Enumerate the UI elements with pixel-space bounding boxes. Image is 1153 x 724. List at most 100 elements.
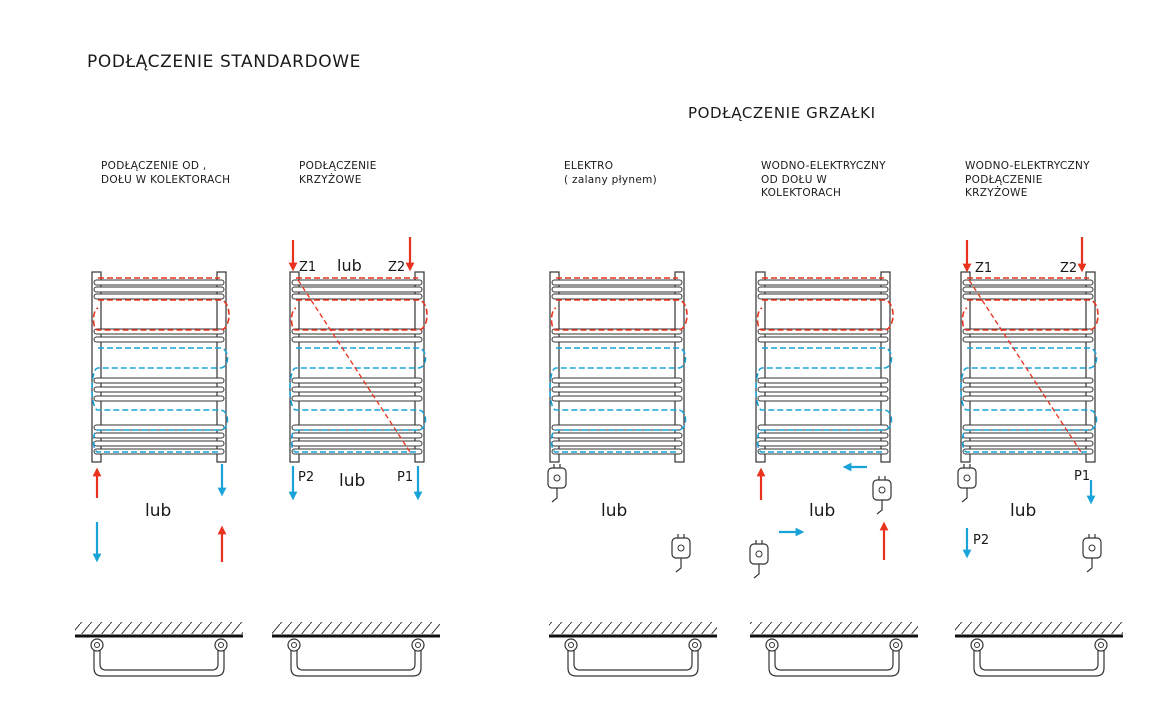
radiator-outline — [573, 648, 693, 671]
radiator-tube — [93, 293, 225, 300]
radiator-tube — [93, 286, 225, 293]
radiator-tube — [962, 293, 1094, 300]
radiator-tube — [291, 336, 423, 343]
valve-icon — [568, 642, 574, 648]
radiator-tube — [93, 336, 225, 343]
radiator-tube — [93, 440, 225, 447]
heater-element-icon — [1082, 534, 1102, 573]
radiator-tube — [93, 279, 225, 286]
radiator-tube — [757, 432, 889, 439]
radiator-tube — [551, 377, 683, 384]
radiator-collector-right — [414, 271, 425, 463]
plan-view-4 — [750, 622, 918, 677]
radiator-tube — [93, 424, 225, 431]
heading-heater-connection: PODŁĄCZENIE GRZAŁKI — [688, 104, 876, 122]
port-label-p1: P1 — [1074, 469, 1090, 484]
lub-label: lub — [809, 501, 835, 521]
wall-hatch — [549, 622, 717, 634]
radiator-outline — [93, 648, 225, 677]
radiator-4 — [755, 271, 891, 463]
plan-view-1 — [75, 622, 243, 677]
radiator-tube — [757, 377, 889, 384]
valve-icon — [94, 642, 100, 648]
radiator-tube — [757, 293, 889, 300]
heading-standard-connection: PODŁĄCZENIE STANDARDOWE — [87, 52, 361, 72]
flow-supply-line — [756, 277, 894, 331]
radiator-collector-left — [755, 271, 766, 463]
radiator-tube — [291, 395, 423, 402]
radiator-tube — [551, 386, 683, 393]
radiator-tube — [962, 440, 1094, 447]
radiator-tube — [962, 279, 1094, 286]
valve-icon — [218, 642, 224, 648]
port-label-p2: P2 — [973, 533, 989, 548]
radiator-tube — [757, 386, 889, 393]
radiator-outline — [979, 648, 1099, 671]
valve-icon — [1098, 642, 1104, 648]
flow-supply-line — [961, 277, 1099, 331]
plan-view-5 — [955, 622, 1123, 677]
heater-element-icon — [749, 540, 769, 579]
radiator-3 — [549, 271, 685, 463]
lub-label: lub — [601, 501, 627, 521]
radiator-tube — [962, 432, 1094, 439]
radiator-outline — [296, 648, 416, 671]
flow-supply-line — [550, 277, 688, 331]
radiator-tube — [962, 395, 1094, 402]
caption-water-electric-cross: WODNO-ELEKTRYCZNY PODŁĄCZENIE KRZYŻOWE — [965, 160, 1090, 199]
radiator-5 — [960, 271, 1096, 463]
radiator-tube — [291, 377, 423, 384]
flow-return-line — [755, 347, 893, 453]
flow-cross-line — [297, 279, 411, 453]
wall-hatch — [750, 622, 918, 634]
radiator-tube — [551, 336, 683, 343]
port-label-z2: Z2 — [1060, 261, 1077, 276]
radiator-tube — [551, 286, 683, 293]
plan-view-2 — [272, 622, 440, 677]
valve-icon — [974, 642, 980, 648]
heater-element-icon — [547, 464, 567, 503]
valve-icon — [90, 638, 104, 652]
radiator-tube — [291, 293, 423, 300]
radiator-tube — [291, 386, 423, 393]
radiator-collector-right — [880, 271, 891, 463]
radiator-tube — [291, 440, 423, 447]
lub-label: lub — [339, 471, 365, 491]
radiator-collector-left — [289, 271, 300, 463]
valve-icon — [889, 638, 903, 652]
radiator-tube — [757, 336, 889, 343]
radiator-tube — [93, 395, 225, 402]
radiator-tube — [551, 432, 683, 439]
port-label-z1: Z1 — [299, 260, 316, 275]
flow-return-line — [289, 347, 427, 453]
caption-cross-connection: PODŁĄCZENIE KRZYŻOWE — [299, 160, 377, 186]
flow-supply-line — [290, 277, 428, 331]
heater-element-icon — [872, 476, 892, 515]
radiator-tube — [551, 293, 683, 300]
lub-label: lub — [337, 256, 362, 275]
radiator-tube — [93, 432, 225, 439]
radiator-outline — [99, 648, 219, 671]
valve-icon — [291, 642, 297, 648]
radiator-collector-right — [1085, 271, 1096, 463]
radiator-tube — [93, 377, 225, 384]
radiator-tube — [291, 424, 423, 431]
heater-element-icon — [671, 534, 691, 573]
radiator-tube — [551, 424, 683, 431]
caption-electric: ELEKTRO ( zalany płynem) — [564, 160, 658, 186]
radiator-tube — [291, 279, 423, 286]
port-label-z1: Z1 — [975, 261, 992, 276]
valve-icon — [893, 642, 899, 648]
valve-icon — [214, 638, 228, 652]
valve-icon — [769, 642, 775, 648]
radiator-tube — [551, 279, 683, 286]
lub-label: lub — [1010, 501, 1036, 521]
port-label-p1: P1 — [397, 470, 413, 485]
radiator-tube — [962, 336, 1094, 343]
radiator-tube — [291, 286, 423, 293]
radiator-tube — [757, 279, 889, 286]
wall-hatch — [75, 622, 243, 634]
plan-view-3 — [549, 622, 717, 677]
lub-label: lub — [145, 501, 171, 521]
radiator-collector-right — [216, 271, 227, 463]
